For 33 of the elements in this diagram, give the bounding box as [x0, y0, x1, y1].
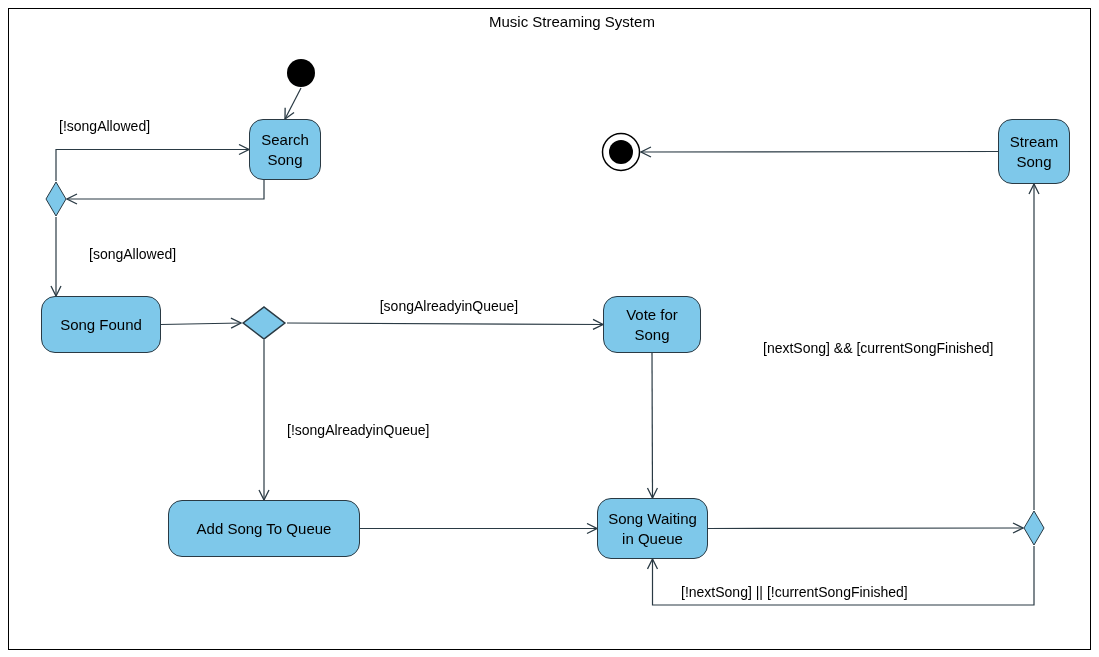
- guard-label: [songAlreadyinQueue]: [377, 297, 521, 315]
- action-box: [249, 119, 321, 180]
- arrow: [1028, 183, 1040, 511]
- guard-label: [!songAlreadyinQueue]: [285, 421, 432, 439]
- action-box: [41, 296, 161, 353]
- action-label: Search Song: [260, 129, 310, 170]
- action-label: Song Found: [60, 314, 142, 335]
- arrow: [286, 318, 604, 331]
- guard-label: [songAllowed]: [87, 245, 179, 263]
- frame: [8, 8, 1091, 650]
- action-label: Song Waiting in Queue: [607, 508, 698, 549]
- arrow: [55, 143, 250, 182]
- action-box: [603, 296, 701, 353]
- arrow: [646, 352, 659, 499]
- action-box: [168, 500, 360, 557]
- action-label: Stream Song: [1008, 131, 1060, 172]
- action-box: [597, 498, 708, 559]
- arrow: [640, 146, 999, 158]
- action-label: Vote for Song: [625, 304, 679, 345]
- arrow: [359, 522, 598, 535]
- arrow: [258, 339, 270, 501]
- guard-label: [!songAllowed]: [57, 117, 153, 135]
- arrow: [284, 87, 302, 120]
- guard-label: [nextSong] && [currentSongFinished]: [761, 339, 996, 357]
- arrow: [66, 179, 265, 205]
- arrow: [707, 522, 1024, 534]
- action-box: [998, 119, 1070, 184]
- arrow: [160, 317, 242, 329]
- action-label: Add Song To Queue: [196, 518, 332, 539]
- arrow: [646, 545, 1035, 606]
- guard-label: [!nextSong] || [!currentSongFinished]: [679, 583, 910, 601]
- arrow: [50, 216, 62, 297]
- frame-title: Music Streaming System: [489, 12, 655, 32]
